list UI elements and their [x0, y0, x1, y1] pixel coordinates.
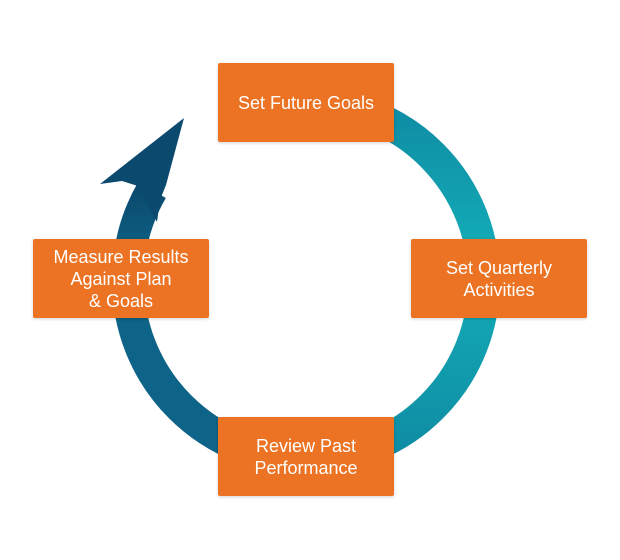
arrowhead-icon [100, 118, 184, 222]
step-set-quarterly-activities: Set Quarterly Activities [411, 239, 587, 318]
step-measure-results: Measure Results Against Plan & Goals [33, 239, 209, 318]
step-set-future-goals: Set Future Goals [218, 63, 394, 142]
step-review-past-performance: Review Past Performance [218, 417, 394, 496]
